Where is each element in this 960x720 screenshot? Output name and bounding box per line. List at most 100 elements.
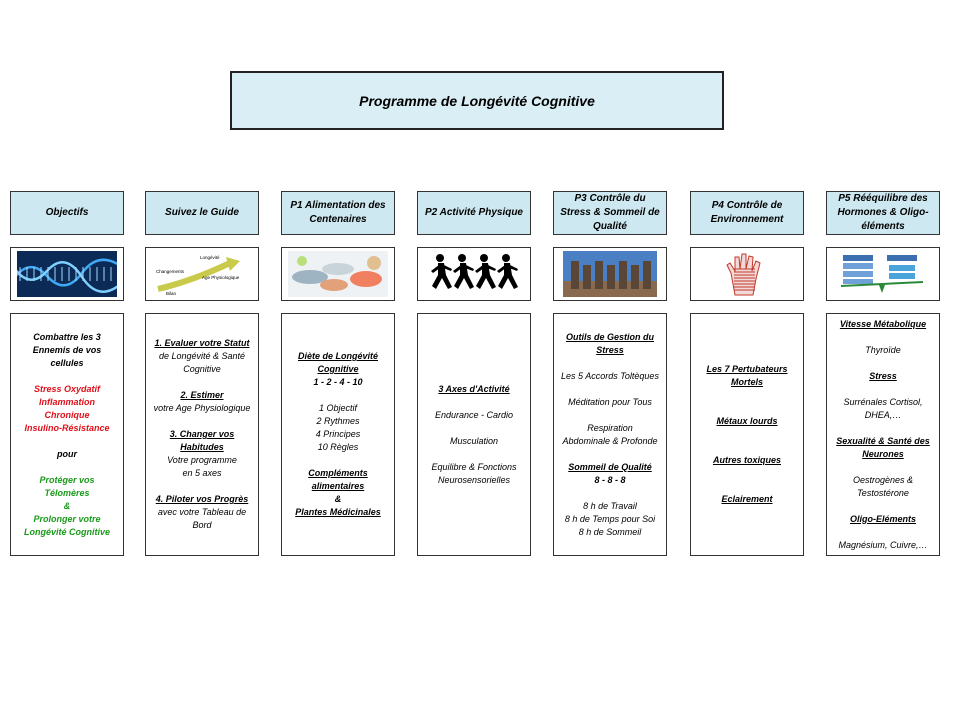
column-header: P2 Activité Physique bbox=[417, 191, 531, 235]
body-line: 3. Changer vos Habitudes bbox=[169, 429, 235, 452]
body-line: Insulino-Résistance bbox=[24, 422, 110, 433]
body-line: Votre programme bbox=[167, 455, 237, 465]
body-line: 10 Règles bbox=[317, 442, 359, 452]
column-header: P1 Alimentation des Centenaires bbox=[281, 191, 395, 235]
spacer bbox=[696, 389, 798, 402]
body-line: Combattre les 3 bbox=[33, 331, 101, 342]
column-header: P5 Rééquilibre des Hormones & Oligo-élém… bbox=[826, 191, 940, 235]
body-line: & bbox=[334, 494, 342, 504]
body-line: 4 Principes bbox=[315, 429, 361, 439]
body-line: Cognitive bbox=[183, 364, 221, 374]
spacer bbox=[559, 383, 661, 396]
body-line: Surrénales Cortisol, bbox=[843, 396, 923, 407]
spacer bbox=[287, 454, 389, 467]
body-line: Métaux lourds bbox=[716, 416, 778, 426]
body-line: Neurones bbox=[862, 448, 904, 459]
spacer bbox=[151, 480, 253, 493]
body-line: de Longévité & Santé bbox=[158, 351, 246, 361]
body-line: 3 Axes d'Activité bbox=[438, 383, 510, 394]
spacer bbox=[16, 461, 118, 474]
body-line: Magnésium, Cuivre,… bbox=[838, 539, 928, 550]
body-line: Outils de Gestion du Stress bbox=[565, 331, 654, 355]
body-line: 8 h de Sommeil bbox=[578, 526, 642, 537]
body-line: Vitesse Métabolique bbox=[839, 318, 927, 329]
spacer bbox=[696, 467, 798, 480]
spacer bbox=[559, 357, 661, 370]
spacer bbox=[559, 487, 661, 500]
body-line: Eclairement bbox=[721, 494, 773, 504]
body-line: Abdominale & Profonde bbox=[562, 435, 658, 446]
dna-strand-image bbox=[10, 247, 124, 301]
body-line: Cognitive bbox=[317, 364, 359, 374]
body-line: Plantes Médicinales bbox=[295, 507, 381, 517]
body-line: Equilibre & Fonctions bbox=[431, 461, 517, 472]
spacer bbox=[832, 461, 934, 474]
body-line: Oligo-Eléments bbox=[849, 513, 916, 524]
body-line: 8 h de Travail bbox=[583, 500, 637, 511]
spacer bbox=[423, 396, 525, 409]
body-line: Longévité Cognitive bbox=[23, 526, 110, 537]
body-line: Prolonger votre bbox=[33, 513, 101, 524]
body-line: Musculation bbox=[449, 435, 499, 446]
spacer bbox=[696, 402, 798, 415]
column-header: Objectifs bbox=[10, 191, 124, 235]
body-line: Diète de Longévité bbox=[297, 351, 378, 361]
body-line: Respiration bbox=[587, 422, 633, 433]
spacer bbox=[151, 376, 253, 389]
title-box: Programme de Longévité Cognitive bbox=[230, 71, 724, 130]
column-header: P3 Contrôle du Stress & Sommeil de Quali… bbox=[553, 191, 667, 235]
body-line: Inflammation bbox=[38, 396, 95, 407]
spacer bbox=[559, 448, 661, 461]
body-line: Oestrogènes & bbox=[852, 474, 914, 485]
column-header: P4 Contrôle de Environnement bbox=[690, 191, 804, 235]
body-line: 4. Piloter vos Progrès bbox=[155, 494, 249, 504]
body-line: Stress bbox=[869, 370, 897, 381]
image-label: Age Physiologique bbox=[202, 275, 240, 280]
body-line: Protéger vos Télomères bbox=[39, 474, 95, 498]
body-line: Testostérone bbox=[857, 487, 909, 498]
spacer bbox=[287, 389, 389, 402]
page-title: Programme de Longévité Cognitive bbox=[359, 92, 595, 109]
spacer bbox=[832, 383, 934, 396]
body-line: 8 h de Temps pour Soi bbox=[564, 513, 656, 524]
body-line: & bbox=[63, 500, 71, 511]
body-line: 1 - 2 - 4 - 10 bbox=[313, 377, 363, 387]
body-line: 1 Objectif bbox=[318, 403, 358, 413]
body-line: avec votre Tableau de bbox=[157, 507, 247, 517]
image-label: Bilan bbox=[166, 291, 177, 296]
spacer bbox=[832, 422, 934, 435]
body-line: Chronique bbox=[44, 409, 90, 420]
column-body: 1. Evaluer votre Statut de Longévité & Sa… bbox=[145, 313, 259, 556]
hand-wordcloud-image bbox=[690, 247, 804, 301]
body-line: Thyroïde bbox=[865, 344, 901, 355]
spacer bbox=[559, 409, 661, 422]
spacer bbox=[832, 357, 934, 370]
body-line: 8 - 8 - 8 bbox=[594, 474, 626, 485]
body-line: Autres toxiques bbox=[712, 455, 781, 465]
image-label: Longévité bbox=[200, 255, 220, 260]
body-line: votre Age Physiologique bbox=[153, 403, 251, 413]
body-line: 2. Estimer bbox=[180, 390, 224, 400]
body-line: Sexualité & Santé des bbox=[836, 435, 930, 446]
column-3: P1 Alimentation des Centenaires Diète de… bbox=[281, 191, 395, 556]
body-line: Les 5 Accords Toltèques bbox=[561, 370, 659, 381]
spacer bbox=[832, 331, 934, 344]
body-line: 2 Rythmes bbox=[316, 416, 360, 426]
body-line: Compléments alimentaires bbox=[308, 468, 368, 491]
hormone-balance-image bbox=[826, 247, 940, 301]
column-2: Suivez le Guide Longévité Changements Ag… bbox=[145, 191, 259, 556]
body-line: en 5 axes bbox=[182, 468, 222, 478]
column-7: P5 Rééquilibre des Hormones & Oligo-élém… bbox=[826, 191, 940, 556]
body-line: Sommeil de Qualité bbox=[568, 461, 652, 472]
spacer bbox=[423, 448, 525, 461]
body-line: Méditation pour Tous bbox=[568, 396, 652, 407]
body-line: Les 7 Pertubateurs Mortels bbox=[706, 364, 788, 387]
body-line: 1. Evaluer votre Statut bbox=[154, 338, 250, 348]
body-line: Neurosensorielles bbox=[437, 474, 511, 485]
